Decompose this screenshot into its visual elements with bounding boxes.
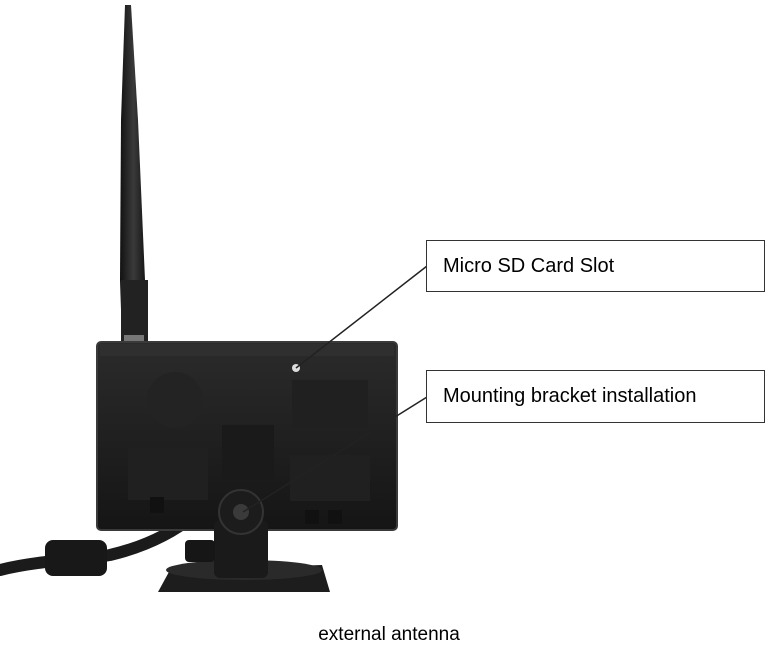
monitor-back-icon: [96, 341, 398, 531]
mount-bracket-icon: [158, 489, 330, 592]
callout-bracket: Mounting bracket installation: [426, 370, 765, 423]
antenna-icon: [120, 5, 148, 349]
sd-leader-line: [295, 265, 428, 369]
callout-sd-card-label: Micro SD Card Slot: [443, 254, 615, 277]
callout-sd-card: Micro SD Card Slot: [426, 240, 765, 292]
callout-bracket-label: Mounting bracket installation: [443, 385, 697, 407]
caption: external antenna: [318, 624, 460, 645]
bracket-leader-line: [242, 396, 428, 513]
